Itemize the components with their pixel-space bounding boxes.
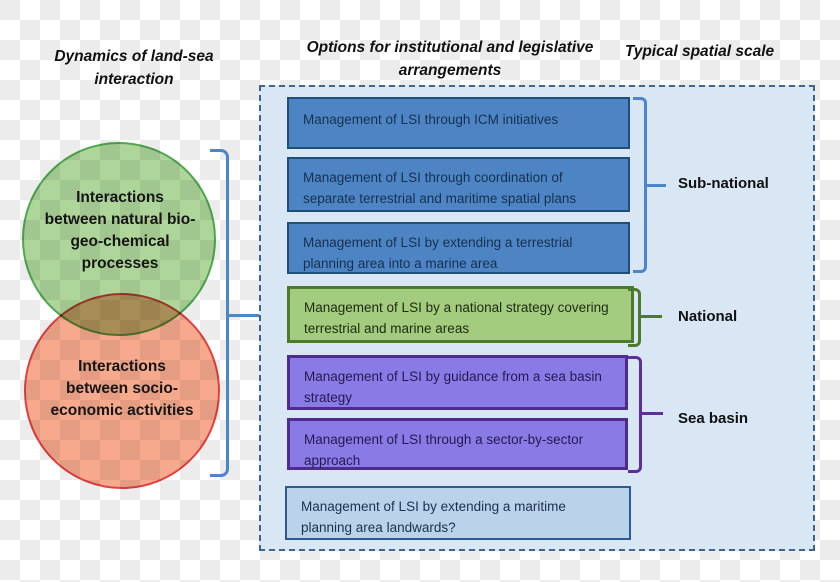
option-box-national-strategy: Management of LSI by a national strategy…	[287, 286, 634, 343]
bracket-sea-basin-pointer	[642, 412, 663, 415]
title-land-sea-dynamics: Dynamics of land-sea interaction	[54, 48, 214, 88]
venn-circle-socio-economic	[24, 293, 220, 489]
venn-label-socio-economic: Interactions between socio-economic acti…	[50, 358, 194, 419]
scale-label-sub-national: Sub-national	[678, 175, 769, 192]
scale-label-sea-basin: Sea basin	[678, 410, 749, 427]
option-box-coordinated-plans: Management of LSI through coordination o…	[287, 157, 630, 212]
venn-to-panel-brace	[210, 149, 229, 477]
option-box-sector-by-sector: Management of LSI through a sector-by-se…	[287, 418, 628, 470]
venn-to-panel-brace-pointer	[229, 314, 259, 317]
venn-label-natural-processes: Interactions between natural bio-geo-che…	[44, 189, 196, 272]
bracket-sub-national-pointer	[647, 184, 666, 187]
option-box-icm-initiatives: Management of LSI through ICM initiative…	[287, 97, 630, 149]
bracket-sub-national	[633, 97, 647, 273]
bracket-national-pointer	[641, 315, 662, 318]
bracket-national	[628, 288, 641, 347]
title-spatial-scale: Typical spatial scale	[624, 43, 775, 60]
option-box-maritime-landwards: Management of LSI by extending a maritim…	[285, 486, 631, 540]
scale-label-national: National	[678, 308, 738, 325]
option-box-terrestrial-extension: Management of LSI by extending a terrest…	[287, 222, 630, 274]
bracket-sea-basin	[628, 356, 642, 473]
title-institutional-options: Options for institutional and legislativ…	[306, 39, 594, 79]
option-box-sea-basin-strategy: Management of LSI by guidance from a sea…	[287, 355, 628, 410]
